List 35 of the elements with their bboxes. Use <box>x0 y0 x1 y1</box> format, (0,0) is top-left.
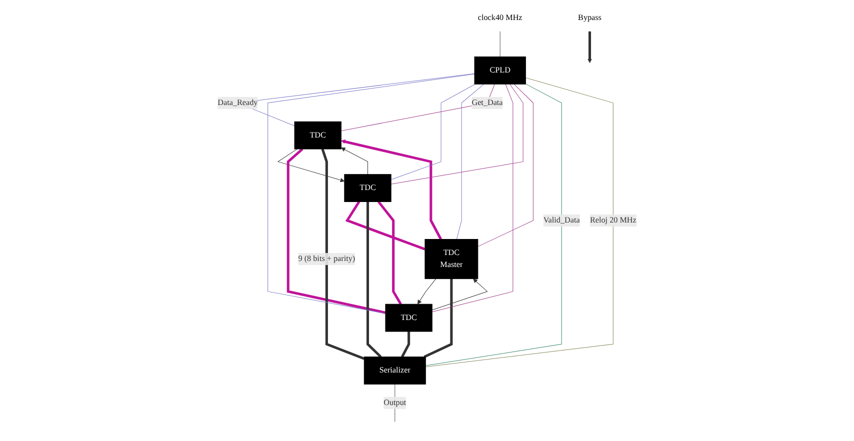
edge-label: Get_Data <box>472 98 503 107</box>
connector <box>378 200 402 305</box>
edge-label: Reloj 20 MHz <box>590 216 636 225</box>
node-box: Serializer <box>364 356 426 384</box>
connector <box>268 74 475 314</box>
node-box: TDC <box>344 174 392 202</box>
edge-label: Valid_Data <box>543 216 580 225</box>
node-box: CPLD <box>474 56 526 84</box>
connector <box>401 332 410 358</box>
arrow <box>340 147 368 175</box>
connector <box>286 148 386 314</box>
edge-label: Data_Ready <box>218 98 258 107</box>
arrow <box>432 278 488 310</box>
edge-label: 9 (8 bits + parity) <box>298 254 356 264</box>
connector <box>478 84 534 247</box>
connector <box>432 84 514 312</box>
node-text: clock40 MHz <box>478 13 522 22</box>
arrow <box>340 140 442 240</box>
node-box: TDC Master <box>424 239 478 280</box>
connector <box>390 84 524 184</box>
node-box: TDC <box>385 304 432 332</box>
connector <box>425 84 562 366</box>
arrow <box>417 278 436 304</box>
edge-label: Output <box>384 398 406 408</box>
connector <box>321 148 365 360</box>
connector <box>456 84 484 240</box>
node-box: TDC <box>294 121 342 150</box>
connector <box>345 201 426 250</box>
connector <box>390 84 476 180</box>
connector <box>424 278 453 358</box>
arrow <box>277 148 345 182</box>
connector <box>366 202 382 358</box>
arrow <box>588 31 592 64</box>
connector <box>425 78 614 368</box>
node-text: Bypass <box>578 13 602 22</box>
